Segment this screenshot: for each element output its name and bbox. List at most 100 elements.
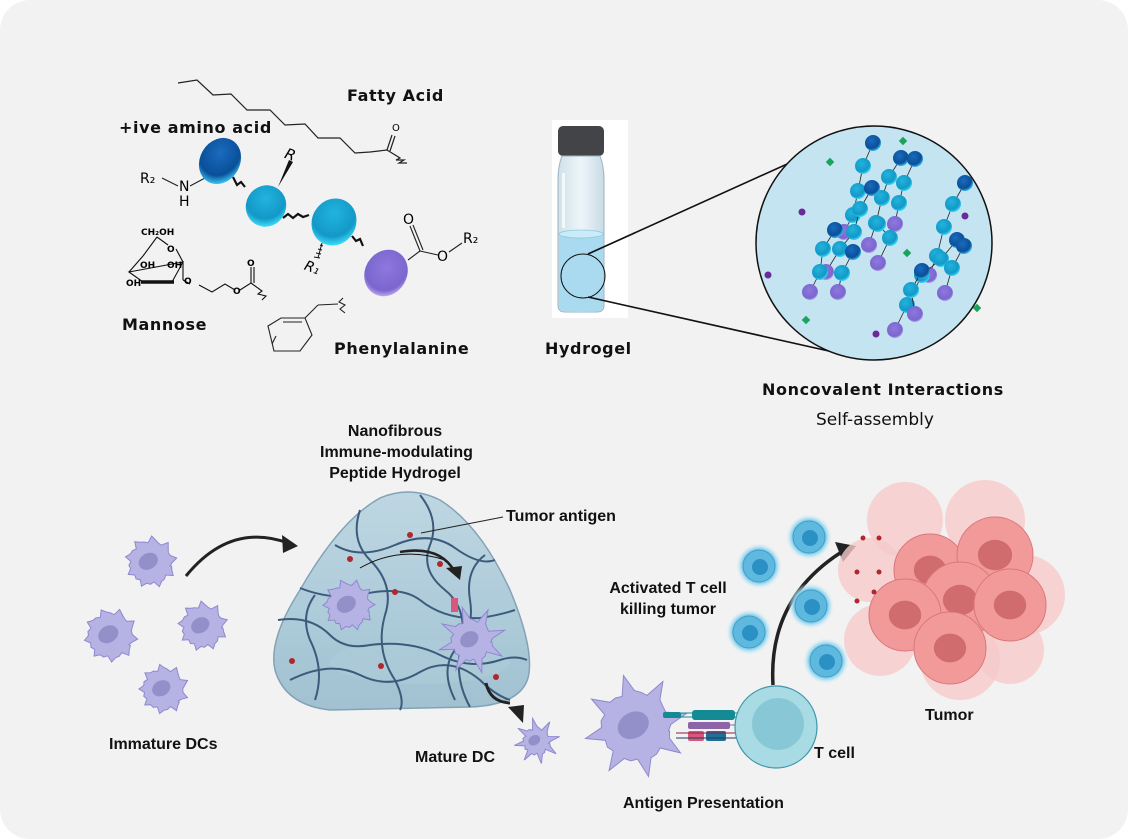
mannose-structure: [127, 236, 268, 301]
amine-group: [161, 177, 206, 187]
peptide-bead: [881, 169, 897, 185]
activated-t-cell: [736, 543, 782, 589]
dc-nucleus: [98, 625, 119, 644]
hydrogel-dc-cells: [322, 579, 507, 675]
dc-nucleus: [528, 734, 541, 746]
peptide-bead: [907, 306, 923, 322]
r-top-label: R: [282, 144, 298, 164]
dc-cell: [514, 716, 560, 764]
tumor-antigen-leader: [420, 516, 504, 534]
dc-cell: [437, 605, 507, 675]
antigen-presenting-cell: [584, 674, 688, 778]
peptide-bead: [865, 135, 881, 151]
activated-t-cell-line-2: killing tumor: [620, 601, 716, 618]
ring-oxygen: O: [167, 245, 175, 255]
wedge-bond: [278, 160, 293, 187]
ion-purple: [798, 208, 806, 216]
fatty-acid-oxygen: O: [392, 123, 400, 134]
activated-t-cell: [726, 609, 772, 655]
hydrogel-title: Nanofibrous Immune-modulating Peptide Hy…: [320, 421, 473, 484]
tumor-nucleus: [933, 633, 967, 663]
dc-nucleus: [617, 711, 649, 740]
noncovalent-interactions-label: Noncovalent Interactions: [762, 380, 1004, 399]
tumor-antigen-dot: [876, 535, 882, 541]
activated-t-cell-label: Activated T cell killing tumor: [598, 578, 738, 620]
tumor-cell: [913, 611, 987, 685]
peptide-bead: [907, 151, 923, 167]
ester-o: O: [233, 287, 241, 297]
mhc-tcr-complex: [663, 710, 745, 741]
peptide-fibers: [802, 135, 973, 338]
inner-arrow-thin: [359, 553, 446, 569]
tumor-nucleus: [942, 584, 978, 616]
fatty-acid-label: Fatty Acid: [347, 86, 444, 105]
peptide-fiber: [937, 238, 972, 301]
ion-purple: [961, 212, 969, 220]
peptide-bead: [956, 238, 972, 254]
peptide-bead: [845, 244, 861, 260]
peptide-bead: [827, 222, 843, 238]
tumor-antigen-dot: [876, 569, 882, 575]
tumor-antigen-label: Tumor antigen: [506, 508, 616, 525]
peptide-fiber: [887, 151, 923, 232]
tumor-nucleus: [993, 590, 1027, 620]
r2-right-label: R₂: [463, 231, 478, 247]
peptide-bead: [896, 175, 912, 191]
antigen-receptor: [451, 598, 458, 612]
immature-dc-cluster: [83, 535, 229, 715]
t-cell-nucleus: [802, 530, 818, 546]
peptide-fiber: [903, 263, 930, 322]
peptide-bead: [815, 241, 831, 257]
activated-t-cells: [726, 514, 849, 684]
dc-cell: [177, 600, 229, 651]
immature-dcs-label: Immature DCs: [109, 736, 218, 753]
peptide-bead: [802, 284, 818, 300]
hashed-bond: [313, 242, 324, 259]
arrow-head: [282, 535, 298, 553]
self-assembly-zoom: [755, 125, 993, 361]
peptide-bead: [936, 219, 952, 235]
peptide-bead: [812, 264, 828, 280]
tumor-antigen-dot: [860, 535, 866, 541]
mannose-atoms: CH₂OH O OH OH OH O O O: [126, 228, 255, 297]
t-cell-nucleus: [752, 559, 768, 575]
mannose-label: Mannose: [122, 315, 208, 334]
t-cell-nucleus: [804, 599, 820, 615]
positive-amino-acid-label: +ive amino acid: [119, 118, 272, 137]
amine-n-label: N: [179, 179, 189, 195]
mature-dc: [514, 716, 560, 764]
peptide-fiber: [830, 244, 861, 300]
dc-nucleus: [460, 631, 479, 648]
t-cell: [734, 685, 818, 769]
bead-amino-acid-2: [311, 198, 357, 246]
peptide-bead: [850, 183, 866, 199]
arrow-to-mature-dc: [484, 682, 511, 705]
hydroxyl-1: OH: [140, 261, 155, 271]
dc-cell: [584, 674, 688, 778]
carbonyl-oxygen-label: O: [403, 212, 414, 228]
dc-cell: [138, 663, 189, 715]
hydrogel-vial-label: Hydrogel: [545, 339, 632, 358]
bead-positive-amino-acid: [198, 137, 242, 185]
fatty-acid-chain: [177, 79, 407, 164]
amine-h-label: H: [179, 194, 190, 210]
phenylalanine-label: Phenylalanine: [334, 339, 470, 358]
t-cell-nucleus: [742, 625, 758, 641]
carbonyl-o: O: [247, 259, 255, 269]
peptide-bead: [832, 241, 848, 257]
r2-left-label: R₂: [140, 171, 155, 187]
hydrogel-title-line-1: Nanofibrous: [347, 423, 443, 440]
ion-green: [801, 315, 811, 325]
tumor-cluster: [838, 480, 1065, 700]
bead-amino-acid-1: [245, 185, 287, 227]
activated-t-cell: [803, 638, 849, 684]
self-assembly-label: Self-assembly: [816, 410, 934, 430]
dc-nucleus: [152, 680, 171, 697]
tumor-antigen-dot: [871, 589, 877, 595]
t-cell-label: T cell: [814, 745, 855, 762]
peptide-bead: [937, 285, 953, 301]
dc-cell: [322, 579, 376, 631]
peptide-bead: [846, 224, 862, 240]
ch2oh-label: CH₂OH: [141, 228, 174, 238]
